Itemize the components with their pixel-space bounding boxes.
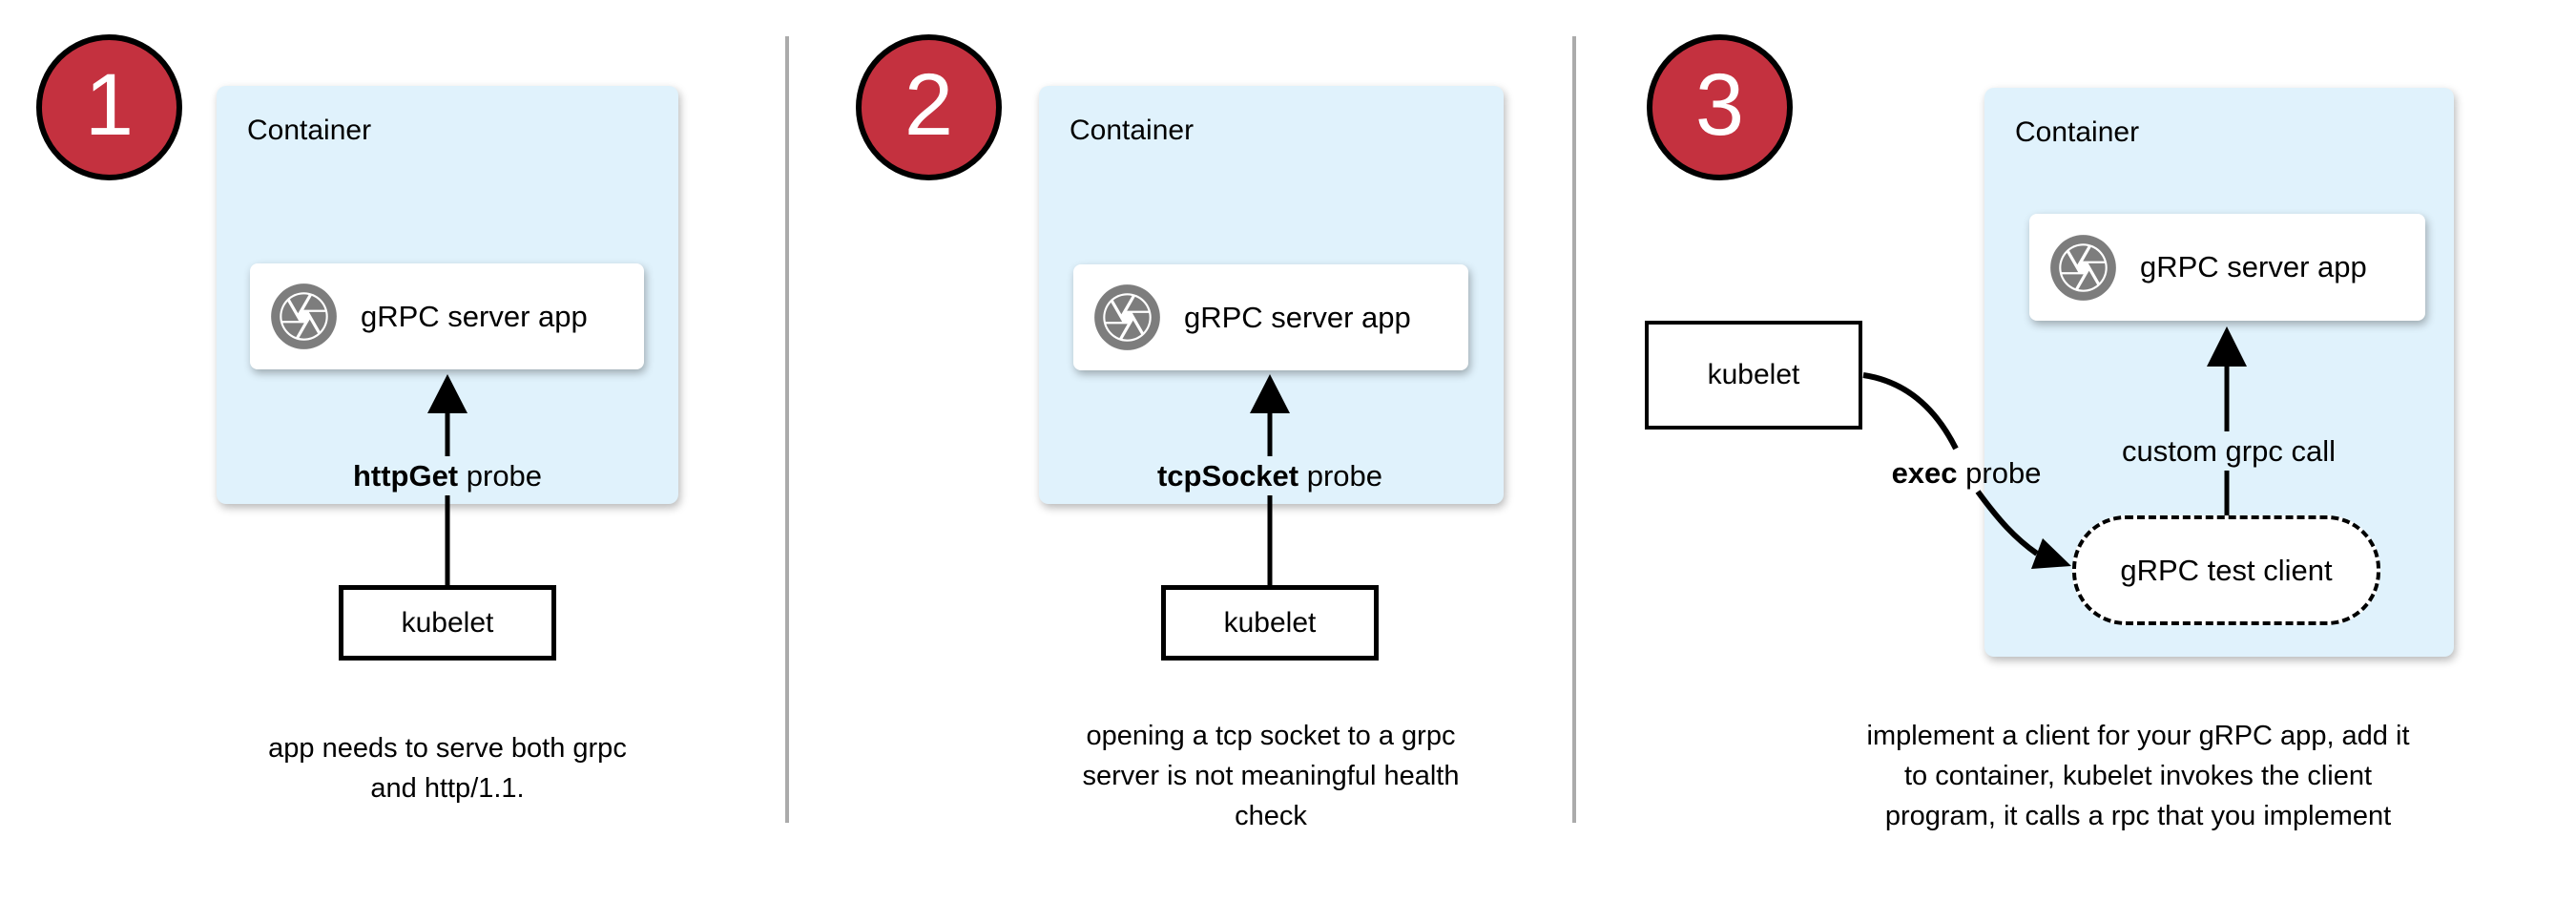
caption-step-2: opening a tcp socket to a grpc server is… [1032, 716, 1509, 836]
container-label-3: Container [2015, 116, 2140, 148]
caption-1-line-1: app needs to serve both grpc [268, 733, 627, 764]
step-2-number: 2 [904, 55, 954, 154]
caption-2-line-2: server is not meaningful health [1082, 761, 1460, 791]
caption-step-3: implement a client for your gRPC app, ad… [1823, 716, 2453, 836]
kubelet-label-1: kubelet [401, 606, 494, 639]
tcpsocket-probe-label-rest: probe [1298, 459, 1383, 493]
exec-probe-label: exec probe [1776, 456, 2157, 491]
step-1-badge: 1 [36, 34, 182, 180]
exec-probe-label-bold: exec [1891, 456, 1958, 490]
grpc-server-app-box-2: gRPC server app [1073, 264, 1468, 370]
grpc-server-app-label-1: gRPC server app [361, 299, 588, 333]
step-3-number: 3 [1694, 55, 1745, 154]
grpc-test-client-box: gRPC test client [2072, 515, 2380, 625]
container-label-2: Container [1070, 115, 1195, 146]
aperture-icon [1094, 284, 1160, 350]
grpc-server-app-label-2: gRPC server app [1184, 300, 1411, 334]
caption-3-line-2: to container, kubelet invokes the client [1903, 761, 2373, 791]
grpc-server-app-box-1: gRPC server app [250, 263, 644, 369]
kubelet-label-2: kubelet [1223, 606, 1317, 639]
aperture-icon [2050, 234, 2116, 301]
aperture-icon [271, 283, 337, 349]
panel-divider-2 [1572, 36, 1576, 823]
step-3-badge: 3 [1647, 34, 1793, 180]
kubelet-box-1: kubelet [339, 585, 556, 661]
panel-divider-1 [785, 36, 789, 823]
httpget-probe-label: httpGet probe [257, 456, 638, 495]
httpget-probe-label-bold: httpGet [352, 459, 459, 493]
step-2-badge: 2 [856, 34, 1002, 180]
caption-step-1: app needs to serve both grpc and http/1.… [209, 728, 686, 808]
grpc-server-app-box-3: gRPC server app [2029, 214, 2425, 321]
caption-2-line-3: check [1235, 801, 1307, 831]
exec-probe-label-rest: probe [1957, 456, 2042, 490]
httpget-probe-label-rest: probe [458, 459, 543, 493]
grpc-server-app-label-3: gRPC server app [2140, 250, 2367, 283]
caption-1-line-2: and http/1.1. [370, 773, 525, 804]
step-1-number: 1 [84, 55, 135, 154]
caption-3-line-1: implement a client for your gRPC app, ad… [1866, 721, 2410, 751]
tcpsocket-probe-label-bold: tcpSocket [1156, 459, 1299, 493]
grpc-test-client-label: gRPC test client [2120, 553, 2333, 587]
kubelet-label-3: kubelet [1707, 359, 1800, 390]
caption-3-line-3: program, it calls a rpc that you impleme… [1884, 801, 2392, 831]
kubelet-box-3: kubelet [1645, 321, 1862, 430]
caption-2-line-1: opening a tcp socket to a grpc [1086, 721, 1456, 751]
container-label-1: Container [247, 115, 372, 146]
tcpsocket-probe-label: tcpSocket probe [1079, 456, 1461, 495]
kubelet-box-2: kubelet [1161, 585, 1379, 661]
